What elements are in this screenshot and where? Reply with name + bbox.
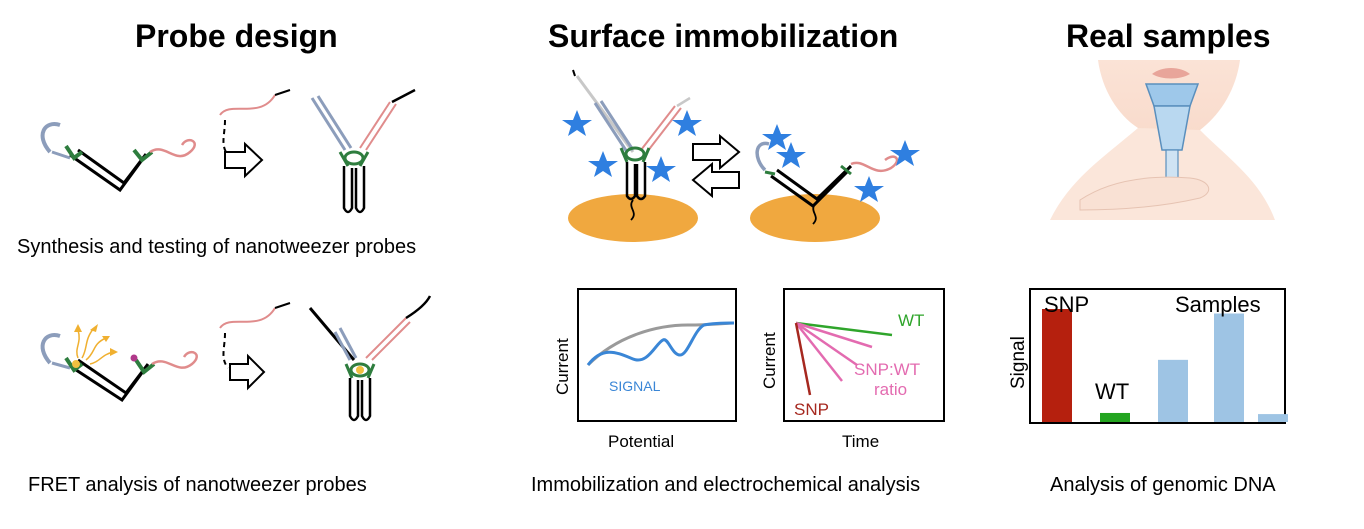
synthesis-caption: Synthesis and testing of nanotweezer pro… [17, 236, 417, 258]
probe-synthesis-illustration [40, 88, 416, 214]
surface-immobilization-title: Surface immobilization [548, 18, 899, 54]
electrochem-caption: Immobilization and electrochemical analy… [531, 474, 921, 496]
snp-line [794, 322, 812, 396]
snp-annotation: SNP [1044, 292, 1089, 317]
stars-left-icon [562, 110, 702, 182]
target-strand-fret-icon [219, 302, 291, 369]
bar-sample-3 [1258, 414, 1288, 422]
fret-caption: FRET analysis of nanotweezer probes [28, 474, 367, 496]
ratio-label-1: SNP:WT [854, 360, 920, 379]
wt-line-label: WT [898, 311, 924, 330]
surface-immobilization-illustration [562, 69, 920, 242]
saliva-collection-illustration [1040, 60, 1285, 220]
potential-plot-xlabel: Potential [608, 432, 674, 451]
closed-tweezer-icon [310, 88, 416, 214]
donor-dye-icon [72, 360, 80, 368]
open-tweezer-surface-icon [755, 141, 899, 225]
bar-sample-2 [1214, 313, 1244, 422]
signal-curve [586, 321, 735, 366]
ratio-label-2: ratio [874, 380, 907, 399]
hand-icon [1079, 176, 1210, 211]
potential-plot-frame [577, 288, 737, 422]
emission-arrowheads-icon [74, 324, 118, 356]
lips-icon [1152, 68, 1190, 79]
signal-bar-chart: Signal SNP WT Samples [1008, 288, 1288, 424]
bar-snp [1042, 309, 1072, 422]
time-plot-frame [783, 288, 945, 422]
ratio-line-2 [795, 321, 858, 367]
wt-annotation: WT [1095, 379, 1129, 404]
bar-sample-1 [1158, 359, 1188, 422]
hollow-arrow-icon [224, 141, 264, 179]
target-strand-icon [219, 89, 291, 156]
closed-tweezer-fret-icon [308, 295, 432, 422]
ratio-line-3 [795, 322, 843, 382]
potential-plot: SIGNAL Current Potential [553, 288, 737, 451]
saliva-collector-icon [1144, 83, 1200, 186]
signal-label: SIGNAL [609, 378, 661, 394]
emission-arrows-icon [76, 327, 115, 365]
time-plot-ylabel: Current [762, 332, 779, 389]
closed-tweezer-surface-icon [572, 69, 691, 221]
stars-right-icon [762, 124, 920, 202]
equilibrium-arrows-icon [691, 133, 741, 199]
snp-line-label: SNP [794, 400, 829, 419]
open-tweezer-fret-icon [40, 324, 198, 403]
bar-wt [1100, 412, 1130, 422]
ratio-line-1 [795, 321, 873, 349]
wt-line [795, 321, 893, 337]
acceptor-dye-icon [130, 354, 138, 362]
open-tweezer-icon [40, 122, 196, 193]
fret-illustration [40, 295, 432, 422]
bar-chart-ylabel: Signal [1008, 336, 1029, 389]
real-samples-title: Real samples [1066, 18, 1271, 54]
potential-plot-ylabel: Current [553, 338, 572, 395]
samples-annotation: Samples [1175, 292, 1261, 317]
hollow-arrow-fret-icon [229, 353, 266, 391]
genomic-caption: Analysis of genomic DNA [1050, 474, 1276, 496]
time-plot: WT SNP:WT ratio SNP Current Time [762, 288, 945, 451]
time-plot-xlabel: Time [842, 432, 879, 451]
probe-design-title: Probe design [135, 18, 338, 54]
